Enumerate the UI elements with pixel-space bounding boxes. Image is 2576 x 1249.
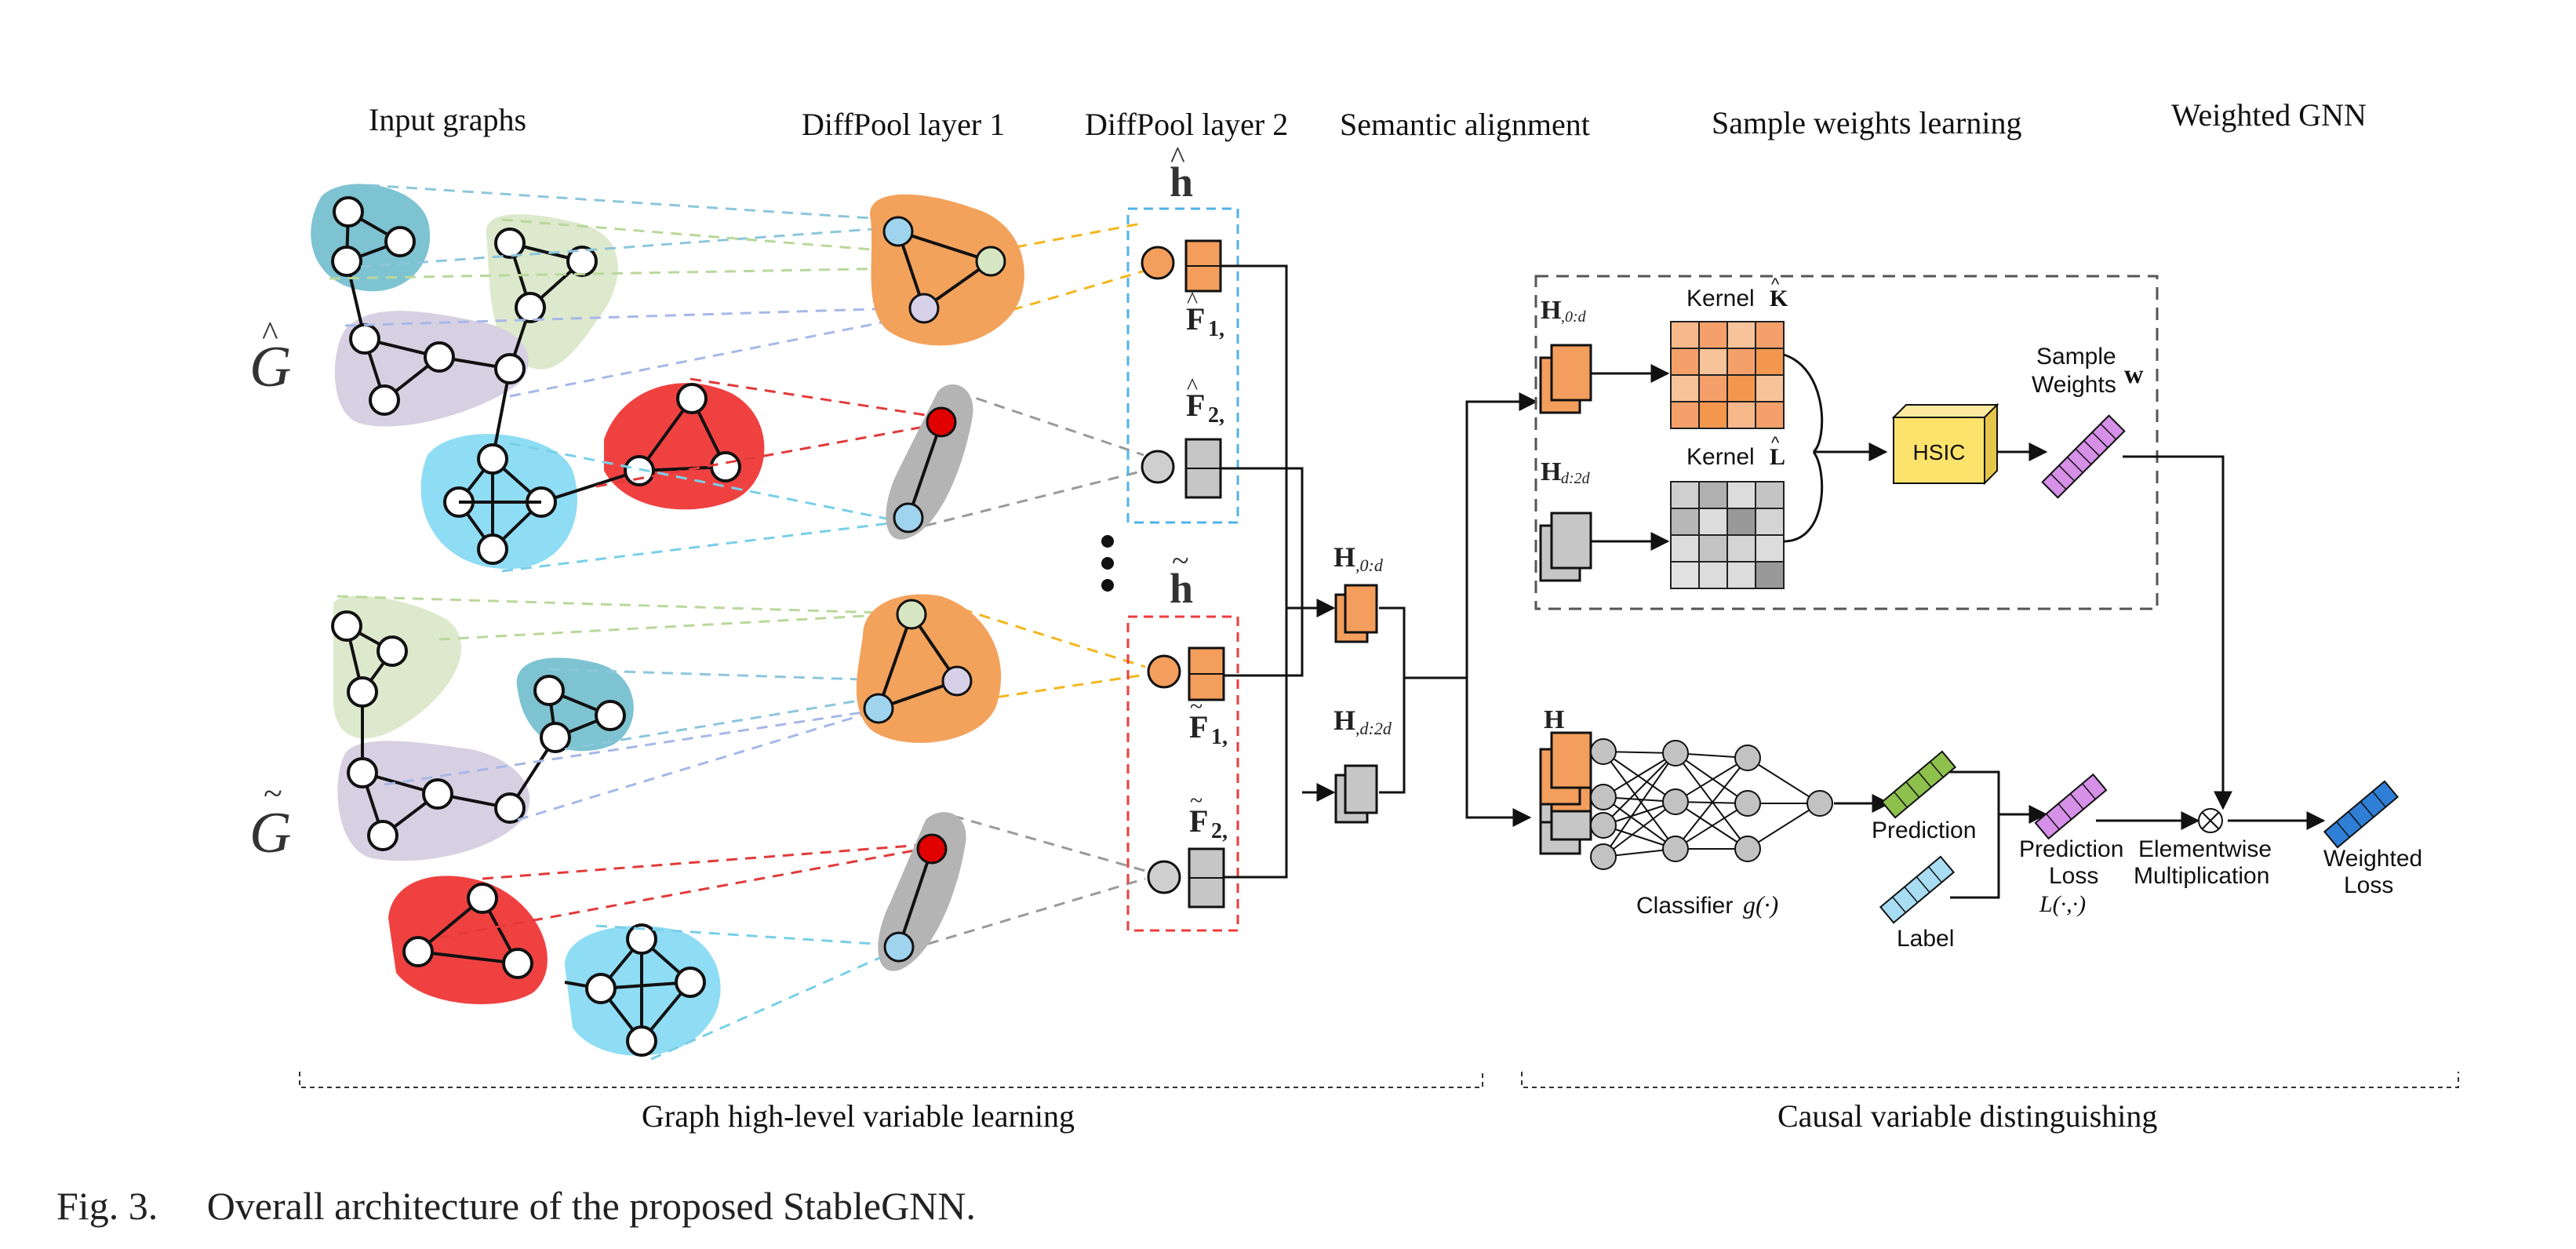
svg-text:1,: 1,	[1211, 725, 1228, 749]
kernel-l-matrix	[1670, 481, 1785, 589]
prediction-loss-label-2: Loss	[2049, 863, 2098, 889]
svg-text:L: L	[1770, 444, 1785, 470]
svg-text:Sample: Sample	[2036, 344, 2116, 370]
svg-text:~: ~	[1190, 694, 1202, 719]
f1-hat-label: F ^ 1,	[1186, 287, 1224, 341]
hsic-block: HSIC	[1891, 402, 1999, 486]
svg-text:^: ^	[1771, 433, 1780, 453]
svg-text:^: ^	[1170, 140, 1185, 175]
sample-weights-label: Sample Weights w	[2032, 344, 2144, 398]
section-brackets	[299, 1072, 2459, 1088]
classifier-network	[1590, 738, 1833, 870]
svg-text:Classifier: Classifier	[1636, 893, 1733, 919]
weighted-loss-label-1: Weighted	[2323, 846, 2422, 872]
svg-text:G: G	[249, 801, 291, 865]
svg-text:F: F	[1186, 301, 1205, 337]
elementwise-label-1: Elementwise	[2138, 836, 2272, 862]
section-right-label: Causal variable distinguishing	[1777, 1098, 2157, 1134]
kernel-l-label: Kernel L ^	[1686, 433, 1785, 470]
svg-text:F: F	[1189, 709, 1208, 745]
svg-text:F: F	[1189, 803, 1208, 839]
kernel-k-matrix	[1670, 321, 1785, 429]
header-sample-weights-learning: Sample weights learning	[1712, 105, 2021, 140]
h-tilde-label: h ~	[1170, 543, 1193, 612]
svg-text:,0:d: ,0:d	[1561, 308, 1587, 326]
h-d-2d-kernel-label: H d:2d	[1541, 457, 1591, 487]
svg-text:^: ^	[1187, 287, 1198, 313]
elementwise-label-2: Multiplication	[2134, 863, 2269, 889]
label-label: Label	[1897, 926, 1954, 952]
svg-text:1,: 1,	[1208, 317, 1224, 341]
figure-caption: Fig. 3. Overall architecture of the prop…	[56, 1184, 976, 1228]
sample-weights-dashed-box	[1534, 275, 2159, 610]
svg-text:F: F	[1186, 388, 1205, 423]
svg-text:Kernel: Kernel	[1686, 444, 1755, 470]
header-weighted-gnn: Weighted GNN	[2171, 97, 2367, 133]
weighted-loss-vector	[2323, 780, 2400, 849]
prediction-loss-vector	[2034, 773, 2108, 840]
h-0-d-kernel-label: H ,0:d	[1541, 296, 1587, 326]
svg-text:^: ^	[1187, 373, 1198, 399]
graph-g-hat	[311, 184, 765, 570]
graph-g-tilde	[331, 595, 721, 1057]
h-0-d-label: H ,0:d	[1333, 541, 1384, 575]
svg-text:g(·): g(·)	[1743, 890, 1778, 919]
svg-text:2,: 2,	[1208, 403, 1224, 428]
h-hat-label: h ^	[1170, 140, 1193, 206]
prediction-vector	[1880, 750, 1957, 819]
g-tilde-label: G ~	[249, 774, 291, 865]
svg-text:H: H	[1541, 457, 1561, 486]
svg-text:Weights: Weights	[2032, 372, 2116, 398]
diffpool-layer-1	[856, 194, 1024, 971]
svg-text:^: ^	[1771, 275, 1780, 294]
header-diffpool-1: DiffPool layer 1	[802, 107, 1005, 142]
svg-text:,0:d: ,0:d	[1355, 555, 1384, 575]
label-vector	[1879, 855, 1956, 924]
svg-text:h: h	[1170, 158, 1193, 206]
f2-tilde-label: F ~ 2,	[1189, 788, 1228, 843]
weighted-loss-label-2: Loss	[2344, 872, 2393, 898]
svg-text:~: ~	[1190, 788, 1202, 814]
semantic-alignment	[1221, 264, 1538, 879]
h-hat-dashed-box	[1126, 207, 1239, 524]
svg-text:,d:2d: ,d:2d	[1355, 719, 1392, 738]
header-input-graphs: Input graphs	[369, 102, 526, 137]
svg-text:Kernel: Kernel	[1686, 286, 1755, 311]
section-left-label: Graph high-level variable learning	[642, 1098, 1075, 1134]
svg-text:H: H	[1333, 705, 1355, 736]
h-classifier-input-label: H	[1544, 705, 1564, 734]
header-diffpool-2: DiffPool layer 2	[1085, 107, 1288, 142]
aligned-feature-stacks: H ,0:d H ,d:2d	[1333, 541, 1392, 824]
svg-text:G: G	[249, 335, 291, 399]
hsic-label: HSIC	[1913, 440, 1966, 464]
classifier-label: Classifier g(·)	[1636, 890, 1778, 919]
vertical-ellipsis	[1101, 535, 1114, 592]
g-hat-label: G ^	[249, 315, 291, 399]
kernel-input-stacks	[1539, 344, 1592, 855]
svg-text:~: ~	[264, 774, 282, 813]
svg-text:H: H	[1333, 541, 1355, 573]
svg-text:d:2d: d:2d	[1561, 470, 1591, 487]
svg-text:w: w	[2124, 360, 2144, 389]
svg-text:h: h	[1170, 565, 1193, 612]
svg-text:H: H	[1541, 296, 1561, 325]
h-tilde-dashed-box	[1126, 615, 1239, 932]
svg-text:K: K	[1770, 286, 1788, 311]
prediction-label: Prediction	[1872, 817, 1976, 843]
sample-weights-vector	[2041, 414, 2126, 499]
multiply-symbol	[2198, 808, 2223, 833]
svg-text:2,: 2,	[1211, 819, 1228, 843]
f1-tilde-label: F ~ 1,	[1189, 694, 1228, 749]
kernel-k-label: Kernel K ^	[1686, 275, 1788, 311]
prediction-loss-function: L(·,·)	[2039, 891, 2086, 917]
diffpool-layer-2: h ^ h ~ F ^ 1, F ^ 2,	[1101, 140, 1239, 932]
svg-text:^: ^	[262, 315, 278, 353]
prediction-loss-label-1: Prediction	[2019, 836, 2123, 862]
h-d-2d-label: H ,d:2d	[1333, 705, 1392, 738]
f2-hat-label: F ^ 2,	[1186, 373, 1224, 428]
svg-text:~: ~	[1172, 543, 1189, 578]
header-semantic-alignment: Semantic alignment	[1340, 107, 1590, 142]
